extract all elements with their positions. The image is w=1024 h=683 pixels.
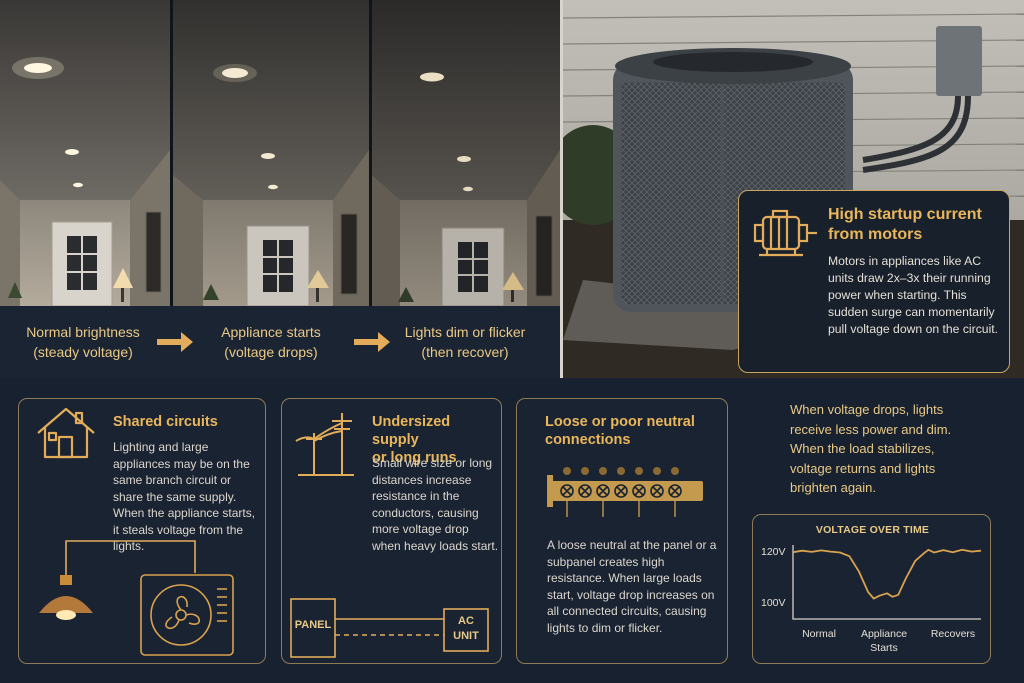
voltage-chart: VOLTAGE OVER TIME 120V 100V Normal Appli…: [752, 514, 991, 664]
hallway-dropping-photo: [173, 0, 369, 306]
x-tick-label: Normal: [779, 627, 859, 641]
photo-divider: [369, 0, 372, 306]
utility-pole-icon: [295, 413, 354, 476]
ac-unit-label: AC UNIT: [444, 614, 488, 644]
title-line: Undersized supply: [372, 414, 451, 448]
motor-card-title: High startup current from motors: [828, 206, 982, 243]
voltage-explanation-text: When voltage drops, lights receive less …: [790, 402, 952, 495]
caption-normal: Normal brightness (steady voltage): [8, 322, 158, 362]
caption-line: (steady voltage): [33, 344, 133, 360]
caption-line: Appliance starts: [221, 324, 321, 340]
x-label-line: Appliance: [860, 628, 908, 640]
undersized-supply-title: Undersized supply or long runs: [372, 413, 500, 467]
x-label-line: Recovers: [930, 628, 976, 640]
title-line: connections: [545, 432, 631, 448]
hallway-dim-photo: [372, 0, 560, 306]
y-tick-label: 120V: [761, 546, 786, 558]
voltage-series-line: [792, 548, 982, 600]
shared-circuits-body: Lighting and large appliances may be on …: [113, 440, 256, 553]
title-line: or long runs: [372, 450, 457, 466]
label-line: UNIT: [453, 630, 479, 642]
loose-neutral-title: Loose or poor neutral connections: [545, 413, 725, 449]
pendant-lamp-icon: [39, 575, 93, 620]
voltage-chart-svg: [792, 545, 982, 620]
undersized-supply-body: Small wire size or long distances increa…: [372, 456, 499, 553]
x-tick-label: Appliance Starts: [844, 627, 924, 655]
panel-to-ac-diagram: [290, 598, 489, 658]
caption-line: (then recover): [421, 344, 509, 360]
caption-line: Normal brightness: [26, 324, 140, 340]
shared-circuits-title: Shared circuits: [113, 414, 218, 430]
bottom-section: Shared circuits Lighting and large appli…: [0, 378, 1024, 683]
photo-divider: [170, 0, 173, 306]
chart-title: VOLTAGE OVER TIME: [815, 524, 930, 536]
ac-fan-icon: [140, 574, 234, 656]
panel-label: PANEL: [294, 619, 332, 631]
x-label-line: Normal: [802, 628, 836, 640]
stage-captions: Normal brightness (steady voltage) Appli…: [0, 306, 560, 378]
loose-neutral-body: A loose neutral at the panel or a subpan…: [547, 538, 717, 635]
top-section: Normal brightness (steady voltage) Appli…: [0, 0, 1024, 378]
caption-dim: Lights dim or flicker (then recover): [389, 322, 541, 362]
caption-starts: Appliance starts (voltage drops): [196, 322, 346, 362]
right-arrow-icon: [354, 332, 390, 352]
caption-line: (voltage drops): [224, 344, 318, 360]
chart-axis: [792, 545, 981, 620]
y-tick-label: 100V: [761, 597, 786, 609]
hallway-photo-strip: Normal brightness (steady voltage) Appli…: [0, 0, 560, 378]
house-icon: [37, 407, 95, 459]
bus-bar-icon: [547, 467, 703, 517]
caption-line: Lights dim or flicker: [404, 324, 526, 340]
x-label-line: Starts: [870, 642, 898, 654]
title-line: Loose or poor neutral: [545, 414, 695, 430]
x-tick-label: Recovers: [913, 627, 993, 641]
hallway-normal-photo: [0, 0, 170, 306]
label-line: AC: [458, 615, 474, 627]
undersized-supply-card: Undersized supply or long runs Small wir…: [281, 398, 502, 664]
motor-card-body: Motors in appliances like AC units draw …: [828, 254, 999, 336]
motor-startup-card: High startup current from motors Motors …: [738, 190, 1010, 373]
shared-circuit-diagram: [39, 540, 234, 656]
loose-neutral-card: Loose or poor neutral connections A loos…: [516, 398, 728, 664]
motor-icon: [753, 209, 817, 257]
shared-circuits-card: Shared circuits Lighting and large appli…: [18, 398, 266, 664]
right-arrow-icon: [157, 332, 193, 352]
